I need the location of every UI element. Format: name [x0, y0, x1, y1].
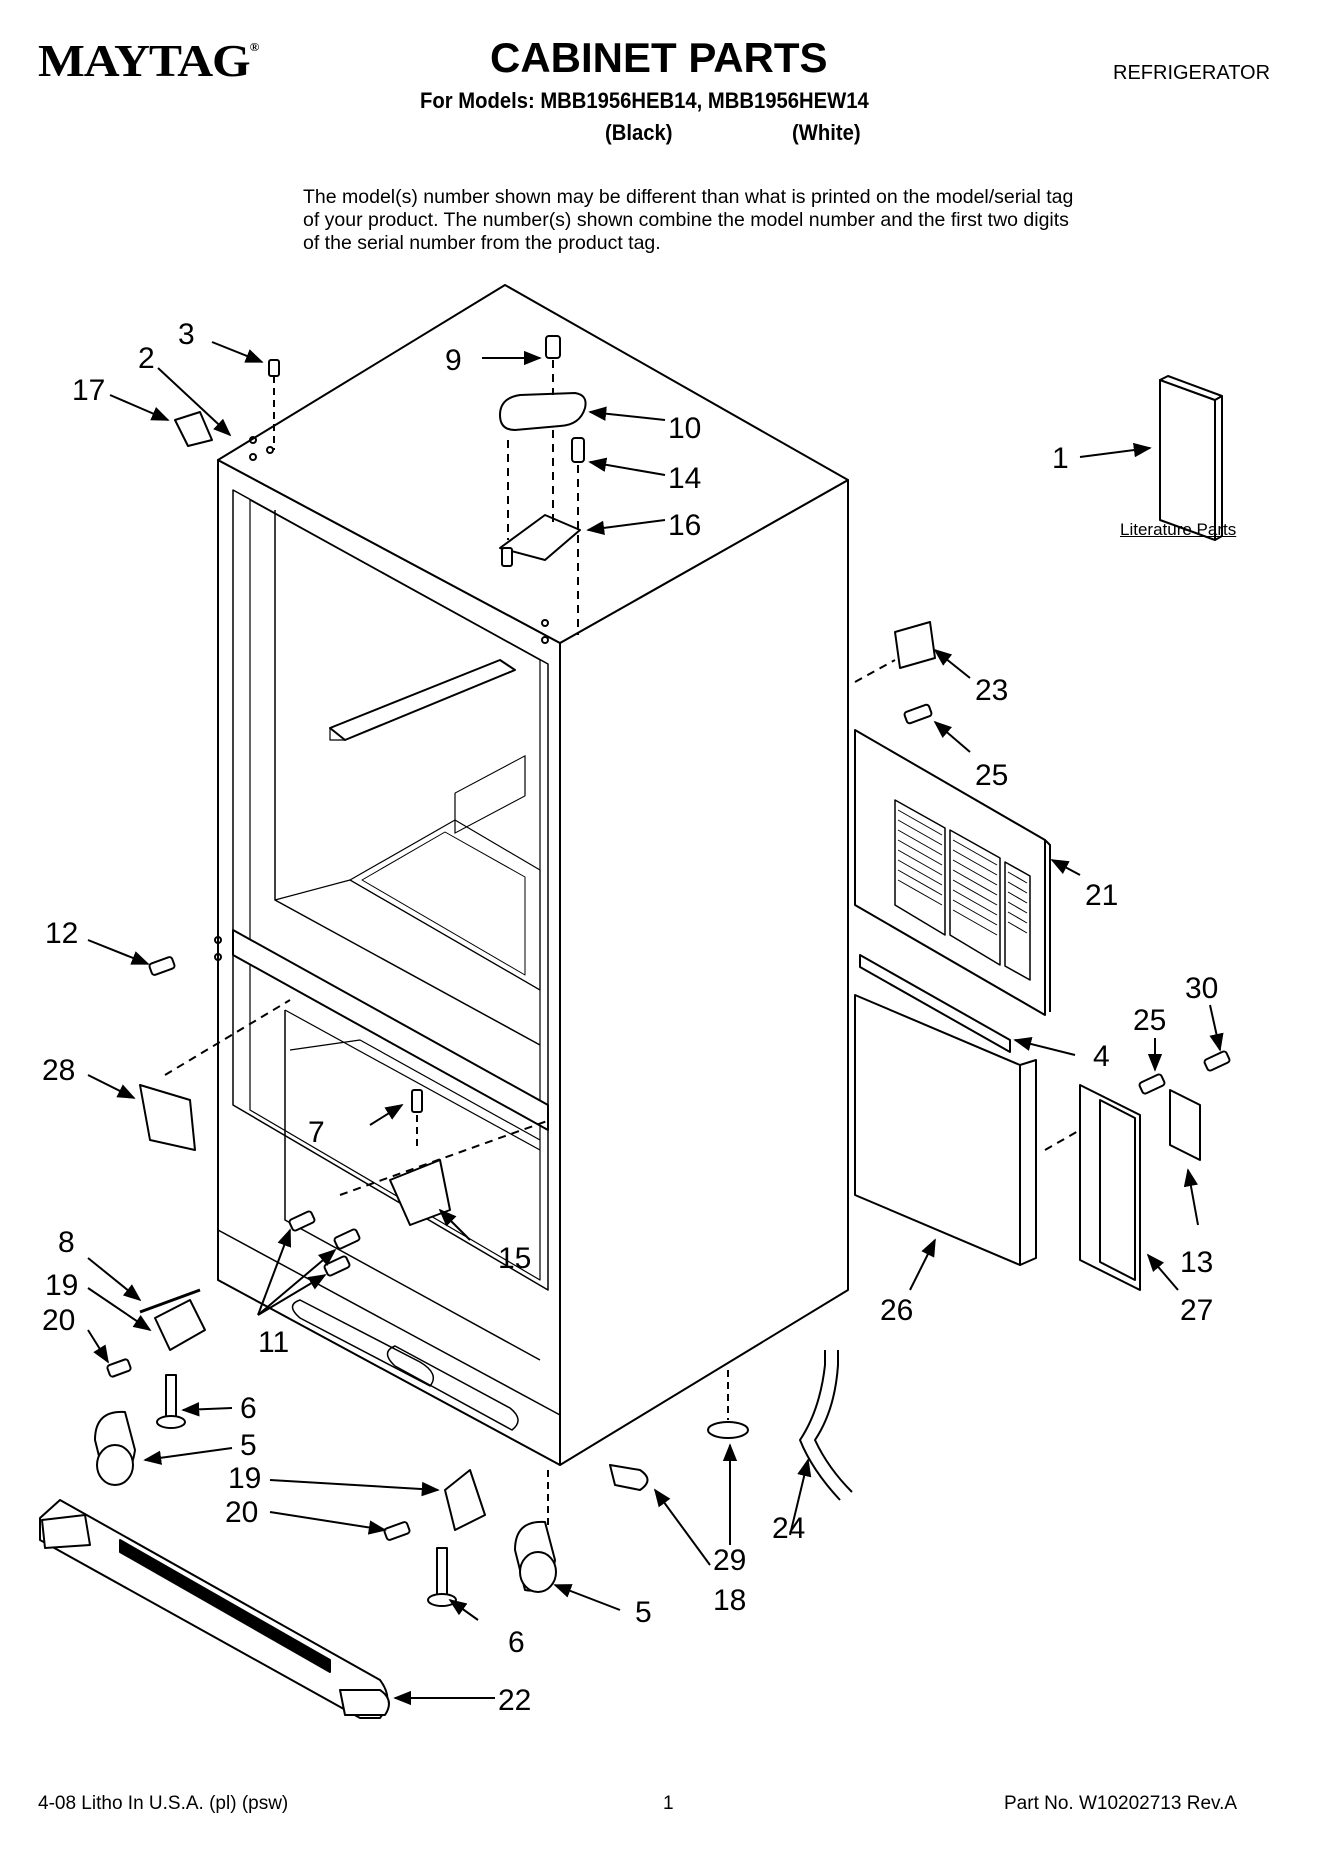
callout-8: 8 [58, 1226, 75, 1259]
insulation-strip [859, 954, 1011, 1053]
callout-18: 18 [713, 1584, 746, 1617]
callout-1: 1 [1052, 442, 1069, 475]
registered-mark: ® [249, 40, 260, 54]
callout-4: 4 [1093, 1040, 1110, 1073]
drain-plug [707, 1421, 749, 1439]
callout-27: 27 [1180, 1294, 1213, 1327]
cover-plate [1169, 1089, 1201, 1161]
rating-tag [894, 621, 936, 669]
base-grille [39, 1499, 390, 1719]
callout-5-lower: 5 [635, 1596, 652, 1629]
drain-tube [799, 1350, 853, 1501]
callout-11: 11 [258, 1326, 289, 1359]
callout-10: 10 [668, 412, 701, 445]
brand-name: MAYTAG [38, 35, 251, 86]
footer-print-info: 4-08 Litho In U.S.A. (pl) (psw) [38, 1793, 289, 1814]
wire-clip [609, 1464, 649, 1491]
callout-2: 2 [138, 342, 155, 375]
page-title: CABINET PARTS [490, 34, 828, 81]
callout-29: 29 [713, 1544, 746, 1577]
callout-28: 28 [42, 1054, 75, 1087]
callout-6-upper: 6 [240, 1392, 257, 1425]
callout-13: 13 [1180, 1246, 1213, 1279]
callout-16: 16 [668, 509, 701, 542]
top-left-hardware [174, 359, 280, 450]
callout-23: 23 [975, 674, 1008, 707]
callout-24: 24 [772, 1512, 805, 1545]
rear-access-cover [854, 729, 1051, 1016]
callout-12: 12 [45, 917, 78, 950]
literature-parts-label: Literature Parts [1120, 520, 1237, 539]
callout-17: 17 [72, 374, 105, 407]
callout-5-upper: 5 [240, 1429, 257, 1462]
callout-14: 14 [668, 462, 701, 495]
callout-6-lower: 6 [508, 1626, 525, 1659]
drain-bracket [1044, 1084, 1141, 1291]
models-line: For Models: MBB1956HEB14, MBB1956HEW14 [420, 88, 869, 113]
callout-25-upper: 25 [975, 759, 1008, 792]
rear-right-roller [383, 1469, 557, 1607]
callout-22: 22 [498, 1684, 531, 1717]
callout-3: 3 [178, 318, 195, 351]
callout-25-lower: 25 [1133, 1004, 1166, 1037]
model-note: The model(s) number shown may be differe… [303, 186, 1074, 254]
variant-black: (Black) [605, 120, 673, 145]
part-number: Part No. W10202713 Rev.A [1004, 1793, 1238, 1814]
callout-19-left: 19 [45, 1269, 78, 1302]
page-number: 1 [663, 1793, 674, 1814]
callout-30: 30 [1185, 972, 1218, 1005]
top-hinge-assembly [499, 335, 587, 635]
electrical-box [139, 999, 291, 1151]
callout-19-right: 19 [228, 1462, 261, 1495]
callout-9: 9 [445, 344, 462, 377]
brand-logo: MAYTAG® [38, 34, 260, 87]
rear-left-roller [94, 1288, 206, 1486]
category-label: REFRIGERATOR [1113, 62, 1271, 84]
cabinet-shell [214, 284, 849, 1466]
callout-7: 7 [308, 1116, 325, 1149]
literature-booklet [1159, 375, 1223, 541]
callout-26: 26 [880, 1294, 913, 1327]
callout-20-left: 20 [42, 1304, 75, 1337]
callout-21: 21 [1085, 879, 1118, 912]
callout-15: 15 [498, 1242, 531, 1275]
callout-20-right: 20 [225, 1496, 258, 1529]
variant-white: (White) [792, 120, 861, 145]
